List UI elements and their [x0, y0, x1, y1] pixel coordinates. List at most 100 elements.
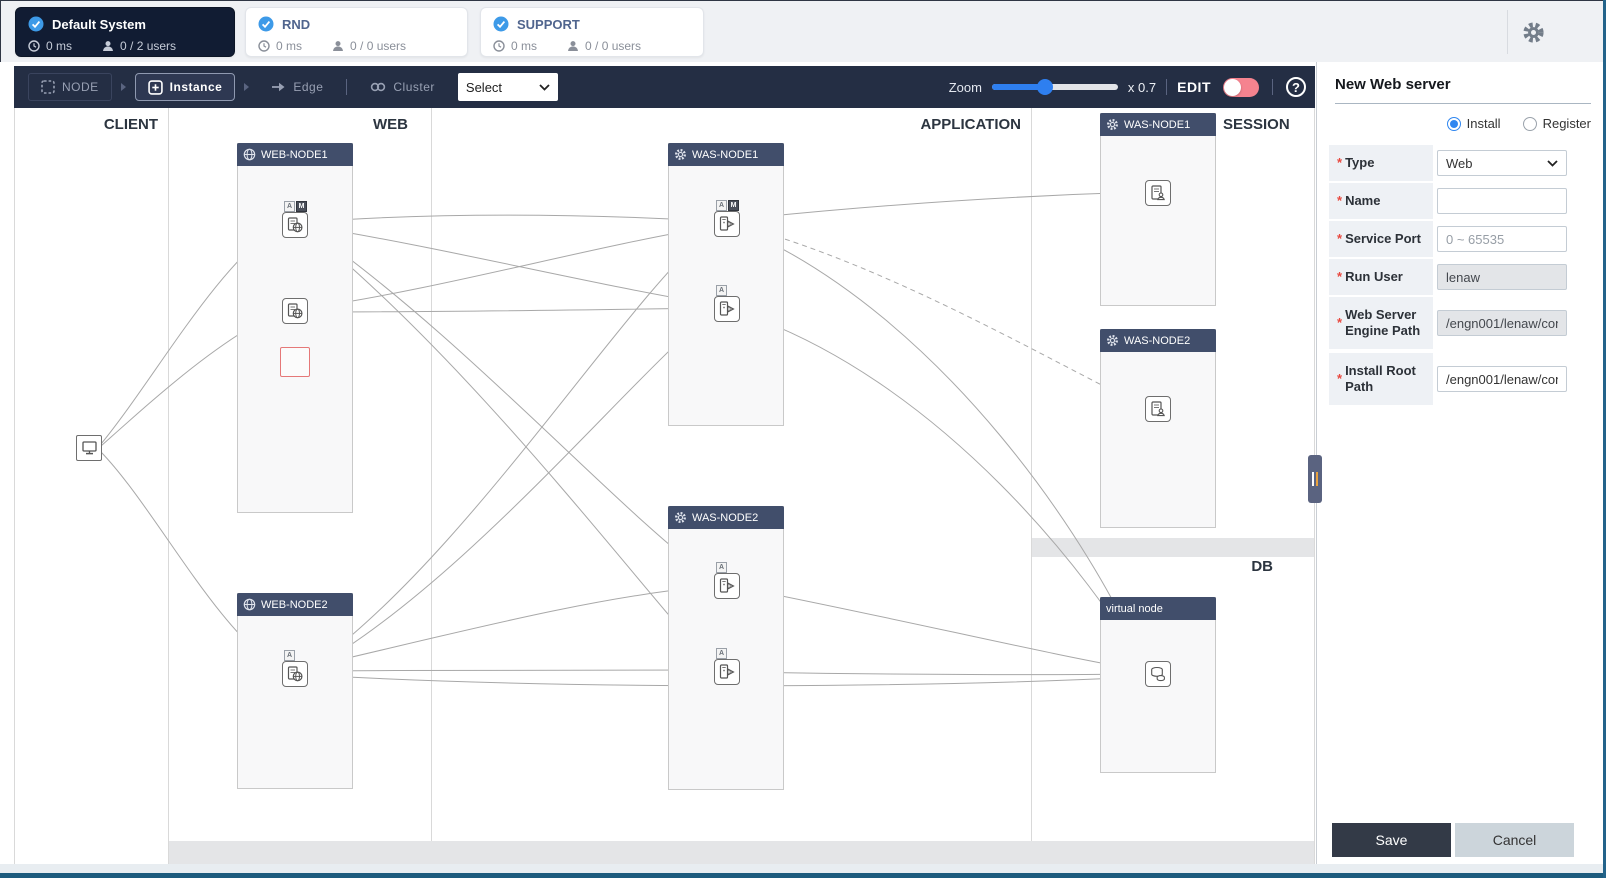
- edge-tool-button[interactable]: Edge: [258, 73, 336, 101]
- instance-tool-label: Instance: [169, 80, 223, 94]
- panel-title: New Web server: [1335, 76, 1451, 93]
- install-root-path-input[interactable]: [1437, 366, 1567, 392]
- name-input[interactable]: [1437, 188, 1567, 214]
- was-instance-icon: [719, 301, 735, 316]
- topology-edge[interactable]: [741, 228, 1143, 662]
- gear-icon: [1107, 119, 1118, 130]
- engine-path-input[interactable]: [1437, 310, 1567, 336]
- form-row-name: *Name: [1329, 183, 1591, 219]
- node-web-node1[interactable]: WEB-NODE1 A M: [237, 143, 353, 513]
- topology-edge[interactable]: [308, 305, 711, 313]
- check-circle-icon: [28, 16, 44, 32]
- topology-edge[interactable]: [308, 229, 711, 670]
- topology-edge[interactable]: [741, 671, 1141, 678]
- toolbar-divider: [1166, 79, 1168, 95]
- node-was-node2-session[interactable]: WAS-NODE2: [1100, 329, 1216, 528]
- edit-toggle[interactable]: [1223, 77, 1259, 97]
- system-title: RND: [258, 16, 310, 32]
- zone-label-client: CLIENT: [103, 116, 158, 133]
- panel-collapse-handle[interactable]: [1308, 455, 1322, 503]
- web-instance[interactable]: [282, 298, 308, 324]
- topology-edge[interactable]: [308, 667, 711, 674]
- zoom-slider[interactable]: [991, 79, 1118, 95]
- session-instance[interactable]: [1145, 180, 1171, 206]
- topology-edge[interactable]: [741, 312, 1143, 666]
- zone-label-application: APPLICATION: [920, 116, 1021, 133]
- db-instance[interactable]: [1145, 661, 1171, 687]
- system-card-default[interactable]: Default System 0 ms 0 / 2 users: [15, 7, 235, 57]
- system-stats: 0 ms 0 / 0 users: [493, 39, 641, 53]
- globe-icon: [243, 598, 256, 611]
- topology-edge[interactable]: [308, 224, 711, 309]
- zone-label-session: SESSION: [1223, 116, 1290, 133]
- system-stats: 0 ms 0 / 0 users: [258, 39, 406, 53]
- select-dropdown[interactable]: Select: [457, 73, 558, 101]
- web-instance[interactable]: A M: [282, 201, 308, 238]
- node-was-node2-application[interactable]: WAS-NODE2 A A: [668, 506, 784, 790]
- was-instance-icon: [719, 216, 735, 231]
- check-circle-icon: [493, 16, 509, 32]
- instance-tool-button[interactable]: Instance: [134, 73, 236, 101]
- topology-edge[interactable]: [308, 228, 712, 579]
- settings-gear-icon[interactable]: [1521, 20, 1546, 45]
- topology-edge[interactable]: [308, 230, 712, 665]
- system-card-rnd[interactable]: RND 0 ms 0 / 0 users: [245, 7, 468, 57]
- was-instance[interactable]: A: [714, 285, 740, 322]
- cluster-tool-button[interactable]: Cluster: [357, 73, 448, 101]
- was-instance[interactable]: A: [714, 648, 740, 685]
- web-instance[interactable]: A: [282, 650, 308, 687]
- topology-edge[interactable]: [308, 225, 711, 307]
- zone-label-db: DB: [1251, 558, 1273, 575]
- topology-edge[interactable]: [308, 583, 711, 668]
- was-instance[interactable]: A M: [714, 200, 740, 237]
- node-web-node2[interactable]: WEB-NODE2 A: [237, 593, 353, 789]
- node-virtual-node[interactable]: virtual node: [1100, 597, 1216, 773]
- badge-a: A: [284, 201, 295, 212]
- topbar-divider: [1507, 10, 1508, 54]
- node-label: virtual node: [1106, 602, 1163, 615]
- system-users: 0 / 0 users: [585, 39, 642, 53]
- zoom-slider-thumb[interactable]: [1036, 79, 1053, 95]
- zone-divider: [431, 108, 432, 864]
- link-icon: [371, 82, 386, 92]
- install-radio[interactable]: Install: [1446, 116, 1501, 131]
- save-button[interactable]: Save: [1332, 823, 1451, 857]
- node-header: WAS-NODE1: [1100, 113, 1216, 136]
- gear-icon: [1107, 335, 1118, 346]
- client-icon[interactable]: [76, 435, 102, 461]
- radio-icon[interactable]: [1522, 116, 1537, 131]
- topology-edge[interactable]: [308, 214, 711, 224]
- zoom-value: x 0.7: [1127, 79, 1157, 95]
- type-select[interactable]: Web: [1437, 150, 1567, 176]
- register-radio[interactable]: Register: [1522, 116, 1591, 131]
- topology-edge[interactable]: [741, 189, 1141, 220]
- check-circle-icon: [258, 16, 274, 32]
- was-instance[interactable]: A: [714, 562, 740, 599]
- node-label: WAS-NODE2: [692, 511, 759, 524]
- instance-badges: A: [716, 562, 727, 573]
- topology-canvas[interactable]: CLIENT WEB APPLICATION SESSION DB WEB-NO…: [14, 108, 1315, 864]
- service-port-input[interactable]: [1437, 226, 1567, 252]
- node-header: WAS-NODE2: [1100, 329, 1216, 352]
- node-tool-button[interactable]: NODE: [28, 73, 112, 101]
- node-was-node1-application[interactable]: WAS-NODE1 A M A: [668, 143, 784, 426]
- dashed-square-icon: [41, 80, 55, 94]
- plus-square-icon: [147, 79, 163, 95]
- run-user-input[interactable]: [1437, 264, 1567, 290]
- system-name: SUPPORT: [517, 16, 580, 32]
- cancel-button[interactable]: Cancel: [1455, 823, 1574, 857]
- was-instance-icon: [719, 578, 735, 593]
- badge-a: A: [716, 648, 727, 659]
- topology-edge[interactable]: [741, 587, 1141, 673]
- new-instance-placeholder[interactable]: [280, 347, 310, 377]
- radio-selected-icon[interactable]: [1446, 116, 1461, 131]
- system-card-support[interactable]: SUPPORT 0 ms 0 / 0 users: [480, 7, 704, 57]
- node-was-node1-session[interactable]: WAS-NODE1: [1100, 113, 1216, 306]
- session-instance[interactable]: [1145, 396, 1171, 422]
- service-port-label: *Service Port: [1329, 221, 1433, 257]
- topology-edge[interactable]: [741, 225, 1141, 405]
- web-instance-icon: [287, 217, 303, 233]
- monitor-icon: [81, 441, 97, 455]
- topology-edge[interactable]: [308, 313, 711, 672]
- help-icon[interactable]: ?: [1286, 77, 1306, 97]
